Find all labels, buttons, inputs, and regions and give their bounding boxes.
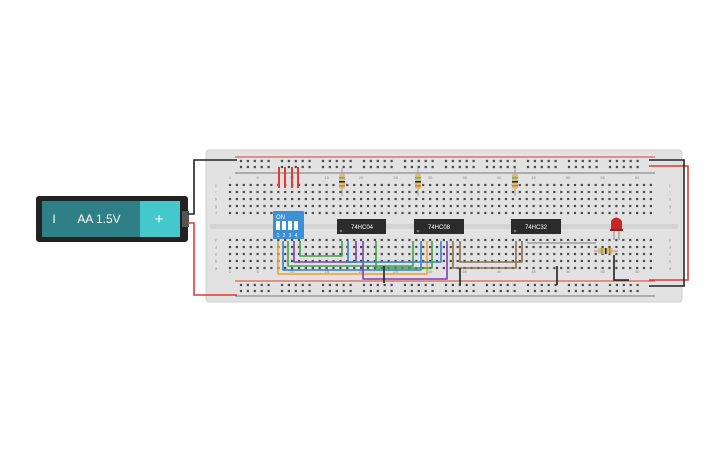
breadboard-column-number: 15 xyxy=(324,269,329,274)
wire-black-gnd-led xyxy=(613,255,629,281)
breadboard-holes xyxy=(228,159,652,293)
dip-switch-on-label: ON xyxy=(276,215,285,221)
breadboard-row-letter: c xyxy=(669,252,671,257)
wire-green-3 xyxy=(375,241,433,269)
wire-red-right xyxy=(649,165,689,281)
dip-toggle-1[interactable] xyxy=(276,221,280,230)
breadboard-row-letter: a xyxy=(669,266,672,271)
breadboard-row-letter: b xyxy=(215,259,218,264)
chip-74hc32[interactable]: 74HC32 xyxy=(511,219,561,234)
battery-label: AA 1.5V xyxy=(77,212,120,226)
resistor-led[interactable] xyxy=(594,248,618,254)
breadboard-column-number: 5 xyxy=(256,269,259,274)
breadboard-column-number: 55 xyxy=(600,269,605,274)
breadboard-column-number: 55 xyxy=(600,175,605,180)
resistor-1[interactable] xyxy=(339,168,345,196)
wire-black-right xyxy=(649,159,685,287)
chip-74hc04[interactable]: 74HC04 xyxy=(337,219,386,234)
breadboard-column-number: 60 xyxy=(635,175,640,180)
chip-74hc08[interactable]: 74HC08 xyxy=(414,219,464,234)
wire-purple-2 xyxy=(362,241,448,280)
led[interactable] xyxy=(610,217,623,241)
breadboard-row-letter: h xyxy=(215,197,217,202)
wire-green-2 xyxy=(287,241,414,267)
resistor-3[interactable] xyxy=(512,168,518,196)
dip-toggle-2[interactable] xyxy=(282,221,286,230)
chip-74hc32-label: 74HC32 xyxy=(525,225,548,231)
dip-toggle-3[interactable] xyxy=(288,221,292,230)
breadboard-row-letter: d xyxy=(669,245,671,250)
breadboard-column-number: 45 xyxy=(531,175,536,180)
power-wires xyxy=(188,159,689,296)
breadboard-column-number: 45 xyxy=(531,269,536,274)
breadboard-row-letter: f xyxy=(215,211,217,216)
wire-brown-2 xyxy=(459,241,523,263)
breadboard-row-letter: c xyxy=(215,252,217,257)
breadboard-row-letter: e xyxy=(669,238,672,243)
breadboard-column-number: 25 xyxy=(393,269,398,274)
breadboard-column-number: 20 xyxy=(359,175,364,180)
breadboard-row-letter: g xyxy=(669,204,671,209)
breadboard-row-letter: i xyxy=(670,190,671,195)
breadboard-row-letter: j xyxy=(215,183,217,188)
breadboard-column-number: 40 xyxy=(497,269,502,274)
breadboard-column-number: 15 xyxy=(324,175,329,180)
breadboard-column-number: 30 xyxy=(428,269,433,274)
wire-blue-1 xyxy=(282,241,422,271)
breadboard-row-letter: d xyxy=(215,245,217,250)
dip-switch-number-1: 1 xyxy=(277,233,280,239)
battery-minus-symbol: I xyxy=(52,212,55,226)
breadboard-column-number: 50 xyxy=(566,269,571,274)
signal-wires xyxy=(277,241,629,285)
breadboard-column-number: 25 xyxy=(393,175,398,180)
dip-switch-number-2: 2 xyxy=(283,233,286,239)
wire-blue-2 xyxy=(347,241,442,263)
breadboard-row-letter: h xyxy=(669,197,671,202)
breadboard-row-letter: j xyxy=(669,183,671,188)
breadboard-column-number: 35 xyxy=(462,175,467,180)
wire-orange-1 xyxy=(277,241,428,275)
breadboard-row-letter: g xyxy=(215,204,217,209)
wire-purple-1 xyxy=(293,241,357,263)
breadboard-column-number: 50 xyxy=(566,175,571,180)
battery-plus-symbol: + xyxy=(155,211,164,228)
breadboard-column-number: 60 xyxy=(635,269,640,274)
battery-pack[interactable]: I AA 1.5V + xyxy=(36,196,189,242)
breadboard-row-letter: i xyxy=(216,190,217,195)
dip-switch-number-4: 4 xyxy=(295,233,298,239)
breadboard-column-number: 20 xyxy=(359,269,364,274)
resistor-2[interactable] xyxy=(415,168,421,196)
breadboard-column-number: 40 xyxy=(497,175,502,180)
breadboard-row-letter: f xyxy=(669,211,671,216)
wire-black-battery xyxy=(188,159,237,215)
chip-74hc08-label: 74HC08 xyxy=(428,225,451,231)
breadboard-column-number: 1 xyxy=(229,175,232,180)
breadboard-column-number: 35 xyxy=(462,269,467,274)
wire-green-1 xyxy=(299,241,343,257)
chip-74hc04-label: 74HC04 xyxy=(351,225,374,231)
wire-brown-1 xyxy=(452,241,517,269)
breadboard-column-number: 30 xyxy=(428,175,433,180)
breadboard-row-letter: b xyxy=(669,259,672,264)
dip-toggle-4[interactable] xyxy=(294,221,298,230)
breadboard-column-number: 10 xyxy=(290,269,295,274)
dip-switch-number-3: 3 xyxy=(289,233,292,239)
breadboard-column-numbers: 1155101015152020252530303535404045455050… xyxy=(229,175,640,274)
breadboard-column-number: 1 xyxy=(229,269,232,274)
breadboard-row-letter: a xyxy=(215,266,218,271)
breadboard-row-letter: e xyxy=(215,238,218,243)
breadboard-column-number: 5 xyxy=(256,175,259,180)
dip-switch[interactable]: ON 1 2 3 4 xyxy=(273,211,304,239)
wire-red-battery xyxy=(188,222,237,296)
